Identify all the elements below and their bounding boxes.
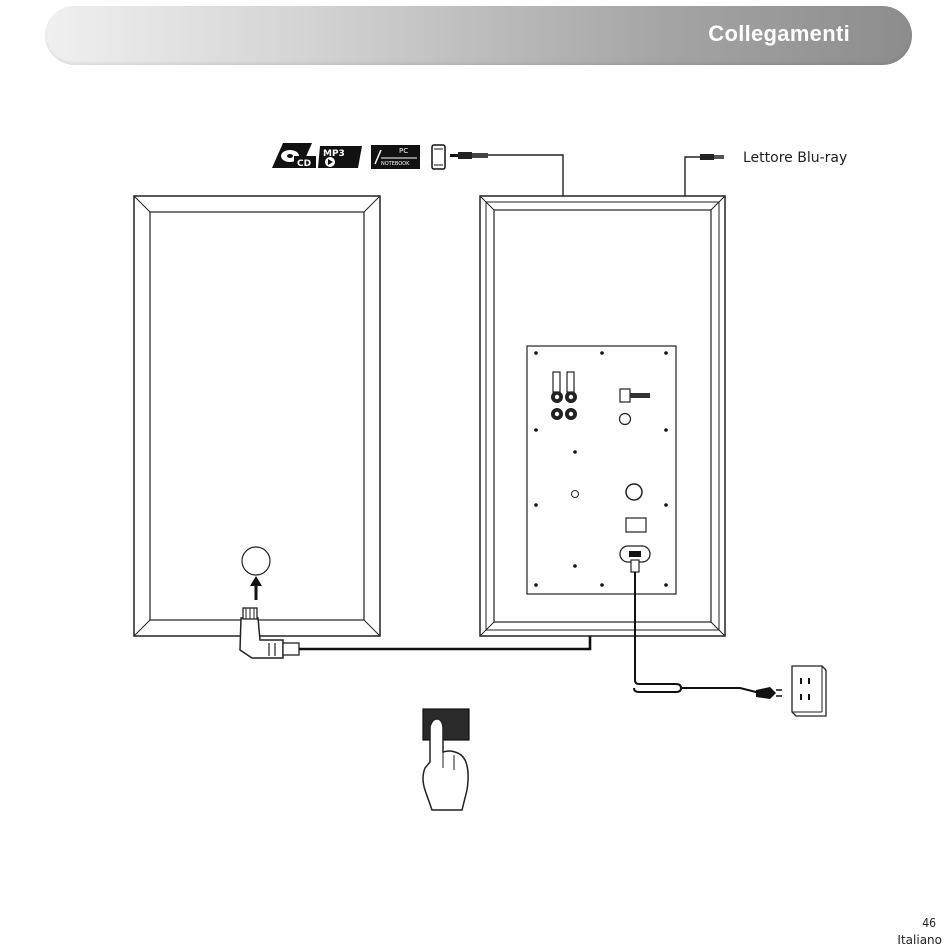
power-switch xyxy=(626,518,646,532)
active-speaker xyxy=(480,196,725,636)
power-button-press-icon xyxy=(423,709,469,810)
optical-input-port xyxy=(620,389,630,402)
pc-notebook-icon: PC NOTEBOOK xyxy=(371,145,420,169)
smartphone-icon xyxy=(432,145,445,169)
back-panel xyxy=(527,346,676,594)
passive-speaker xyxy=(134,196,380,636)
wall-outlet-icon xyxy=(792,666,826,716)
aux-jack-plug xyxy=(450,152,488,159)
cd-icon: CD xyxy=(272,143,316,169)
mp3-icon: MP3 xyxy=(318,146,362,168)
speaker-input-socket xyxy=(242,547,270,575)
notebook-badge-text: NOTEBOOK xyxy=(381,161,410,167)
bluray-label: Lettore Blu-ray xyxy=(743,150,847,166)
optical-plug xyxy=(700,154,724,160)
control-knob xyxy=(620,414,631,425)
page-number: 46 xyxy=(922,916,936,930)
mp3-badge-text: MP3 xyxy=(323,149,345,159)
cd-badge-text: CD xyxy=(297,159,311,169)
speaker-output-socket xyxy=(626,484,642,500)
pc-badge-text: PC xyxy=(399,147,408,155)
page-language: Italiano xyxy=(897,933,942,947)
